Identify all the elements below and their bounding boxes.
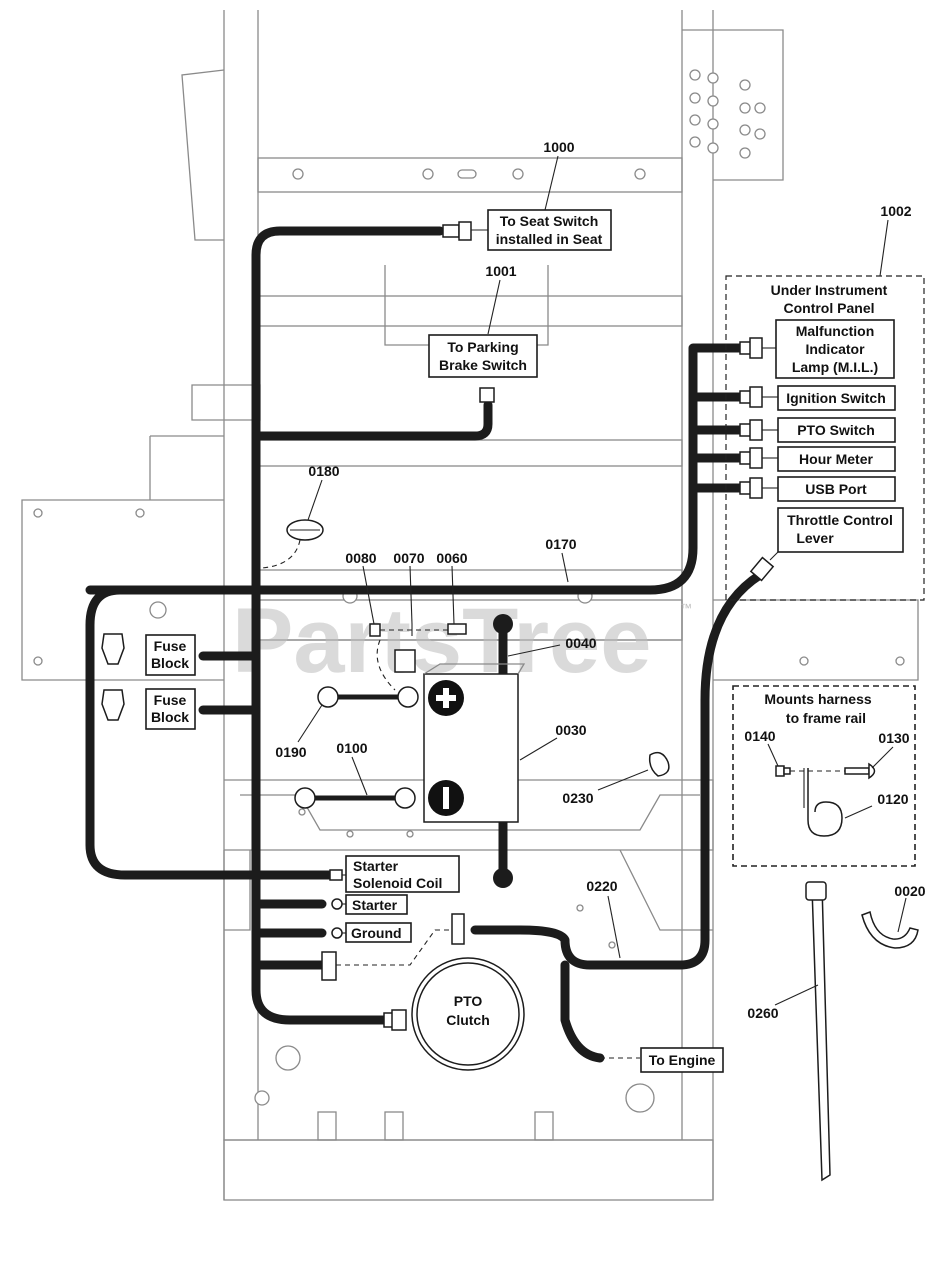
mounts-label-1: Mounts harness: [764, 691, 872, 707]
mower-frame: [21, 10, 919, 1201]
parking-brake-label-1: To Parking: [447, 339, 518, 355]
main-harness: [85, 226, 765, 1063]
callout-0260: 0260: [747, 1005, 778, 1021]
harness-0170: [85, 343, 745, 595]
callout-0170: 0170: [545, 536, 576, 552]
starter-solenoid-label-2: Solenoid Coil: [353, 875, 442, 891]
mounts-label-2: to frame rail: [786, 710, 866, 726]
connectors: [101, 221, 775, 1031]
callout-1001: 1001: [485, 263, 516, 279]
mount-parts: [775, 762, 919, 1182]
harness-trunk: [251, 226, 445, 1025]
fuse-block-1-label-1: Fuse: [154, 638, 187, 654]
harness-0220: [470, 570, 765, 970]
pto-plug: [321, 951, 337, 981]
callout-0030: 0030: [555, 722, 586, 738]
callout-0190: 0190: [275, 744, 306, 760]
instrument-panel-region: [725, 275, 925, 601]
callout-0180: 0180: [308, 463, 339, 479]
callout-0120: 0120: [877, 791, 908, 807]
callout-0230: 0230: [562, 790, 593, 806]
seat-switch-label-1: To Seat Switch: [500, 213, 599, 229]
under-panel-label-1: Under Instrument: [771, 282, 888, 298]
seat-switch-label-2: installed in Seat: [496, 231, 603, 247]
fuse-icon: [101, 633, 125, 665]
fuse-block-2-label-1: Fuse: [154, 692, 187, 708]
fuse-icon: [101, 689, 125, 721]
starter-label: Starter: [352, 897, 398, 913]
ignition-label: Ignition Switch: [786, 390, 886, 406]
callout-0140: 0140: [744, 728, 775, 744]
label-boxes: To Seat Switch installed in Seat To Park…: [145, 209, 904, 1073]
mil-label-3: Lamp (M.I.L.): [792, 359, 878, 375]
cable-end-bottom: [493, 868, 513, 888]
ground-label: Ground: [351, 925, 402, 941]
callout-0130: 0130: [878, 730, 909, 746]
throttle-label-2: Lever: [796, 530, 834, 546]
callout-0080: 0080: [345, 550, 376, 566]
mil-label-2: Indicator: [805, 341, 865, 357]
callout-1000: 1000: [543, 139, 574, 155]
cable-end-top: [493, 614, 513, 634]
throttle-connector: [749, 556, 775, 582]
parking-brake-connector: [479, 387, 495, 403]
battery: [423, 663, 526, 823]
fuse-block-2-label-2: Block: [151, 709, 189, 725]
callout-0070: 0070: [393, 550, 424, 566]
callout-0100: 0100: [336, 740, 367, 756]
cable-tie-0260: [811, 884, 831, 1182]
pto-clutch: PTO Clutch: [336, 929, 525, 1071]
harness-parking-brake-branch: [251, 400, 493, 441]
clip-0020: [861, 910, 919, 949]
callout-0020: 0020: [894, 883, 925, 899]
pto-harness-plug: [451, 913, 465, 945]
pto-clutch-label-2: Clutch: [446, 1012, 490, 1028]
callout-numbers: 1000 1001 1002 0180 0170 0080 0070 0060 …: [275, 139, 925, 1021]
starter-solenoid-label-1: Starter: [353, 858, 399, 874]
mounts-detail-box: [732, 685, 916, 867]
hour-meter-label: Hour Meter: [799, 451, 873, 467]
callout-0220: 0220: [586, 878, 617, 894]
pto-switch-label: PTO Switch: [797, 422, 875, 438]
mil-label-1: Malfunction: [796, 323, 875, 339]
callout-1002: 1002: [880, 203, 911, 219]
clip-0230: [648, 751, 670, 777]
pto-clutch-label-1: PTO: [454, 993, 483, 1009]
callout-0060: 0060: [436, 550, 467, 566]
seat-connector: [442, 224, 460, 238]
callout-0040: 0040: [565, 635, 596, 651]
under-panel-label-2: Control Panel: [783, 300, 874, 316]
to-engine-label: To Engine: [649, 1052, 716, 1068]
throttle-label-1: Throttle Control: [787, 512, 893, 528]
watermark-tm: ™: [680, 601, 692, 615]
leader-lines: [297, 155, 907, 1006]
usb-port-label: USB Port: [805, 481, 867, 497]
fuse-block-1-label-2: Block: [151, 655, 189, 671]
parking-brake-label-2: Brake Switch: [439, 357, 527, 373]
seat-plug: [458, 221, 472, 241]
